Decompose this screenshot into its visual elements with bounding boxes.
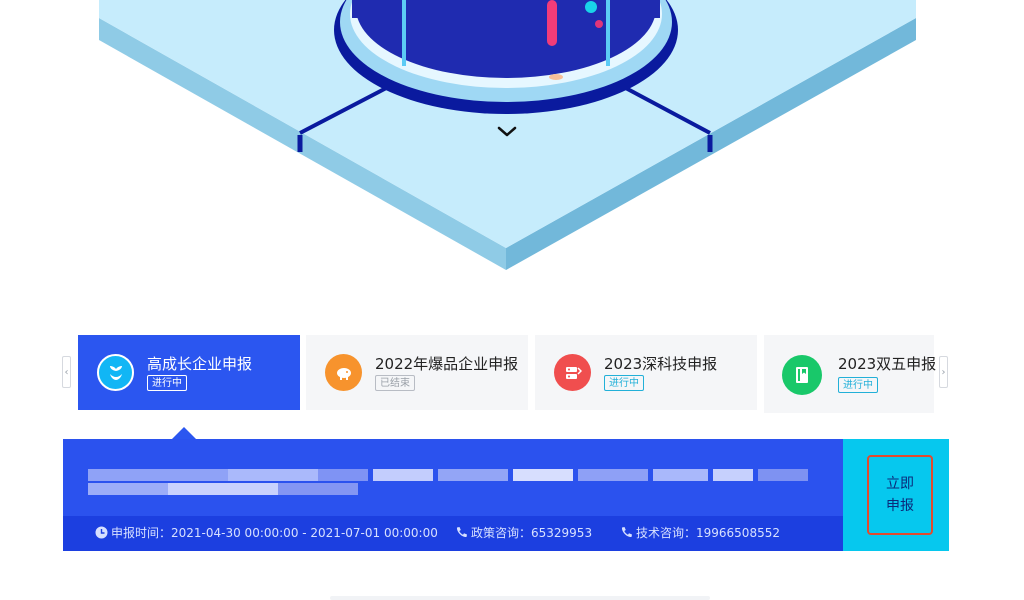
chevron-down-icon[interactable] <box>495 122 519 142</box>
apply-area: 立即申报 <box>843 439 949 551</box>
policy-consult: 政策咨询：65329953 <box>455 524 592 541</box>
tech-consult: 技术咨询：19966508552 <box>620 524 780 541</box>
tab-title: 2023双五申报 <box>838 355 937 373</box>
application-panel: 申报时间：2021-04-30 00:00:00 - 2021-07-01 00… <box>63 439 949 551</box>
application-time: 申报时间：2021-04-30 00:00:00 - 2021-07-01 00… <box>95 524 438 541</box>
plant-icon <box>97 354 134 391</box>
apply-now-label: 立即申报 <box>886 476 914 514</box>
active-tab-pointer <box>172 427 196 439</box>
phone-icon <box>621 527 632 538</box>
panel-content: 申报时间：2021-04-30 00:00:00 - 2021-07-01 00… <box>63 439 843 551</box>
clock-icon <box>95 526 108 539</box>
blurred-description <box>88 466 813 496</box>
panel-info-bar: 申报时间：2021-04-30 00:00:00 - 2021-07-01 00… <box>63 516 843 551</box>
tab-title: 2022年爆品企业申报 <box>375 355 519 373</box>
tech-consult-text: 技术咨询：19966508552 <box>636 526 780 540</box>
tab-high-growth[interactable]: 高成长企业申报 进行中 <box>78 335 300 410</box>
tab-title: 2023深科技申报 <box>604 355 718 373</box>
category-tabs: ‹ 高成长企业申报 进行中 2022年爆品企业申报 已结束 2023深科技申报 … <box>62 334 950 414</box>
tab-2022-hot-product[interactable]: 2022年爆品企业申报 已结束 <box>306 335 528 410</box>
application-time-text: 申报时间：2021-04-30 00:00:00 - 2021-07-01 00… <box>111 526 438 540</box>
server-icon <box>554 354 591 391</box>
hero-illustration <box>99 0 916 270</box>
tab-2023-double-five[interactable]: 2023双五申报 进行中 <box>764 335 937 413</box>
status-badge: 已结束 <box>375 375 415 391</box>
piggy-bank-icon <box>325 354 362 391</box>
apply-now-button[interactable]: 立即申报 <box>867 455 933 535</box>
phone-icon <box>456 527 467 538</box>
status-badge: 进行中 <box>147 375 187 391</box>
tabs-next-arrow[interactable]: › <box>939 356 948 388</box>
policy-consult-text: 政策咨询：65329953 <box>471 526 593 540</box>
book-icon <box>782 355 822 395</box>
status-badge: 进行中 <box>838 377 878 393</box>
tabs-prev-arrow[interactable]: ‹ <box>62 356 71 388</box>
tab-2023-deep-tech[interactable]: 2023深科技申报 进行中 <box>535 335 757 410</box>
footer-divider <box>330 596 710 600</box>
status-badge: 进行中 <box>604 375 644 391</box>
tab-title: 高成长企业申报 <box>147 355 253 373</box>
